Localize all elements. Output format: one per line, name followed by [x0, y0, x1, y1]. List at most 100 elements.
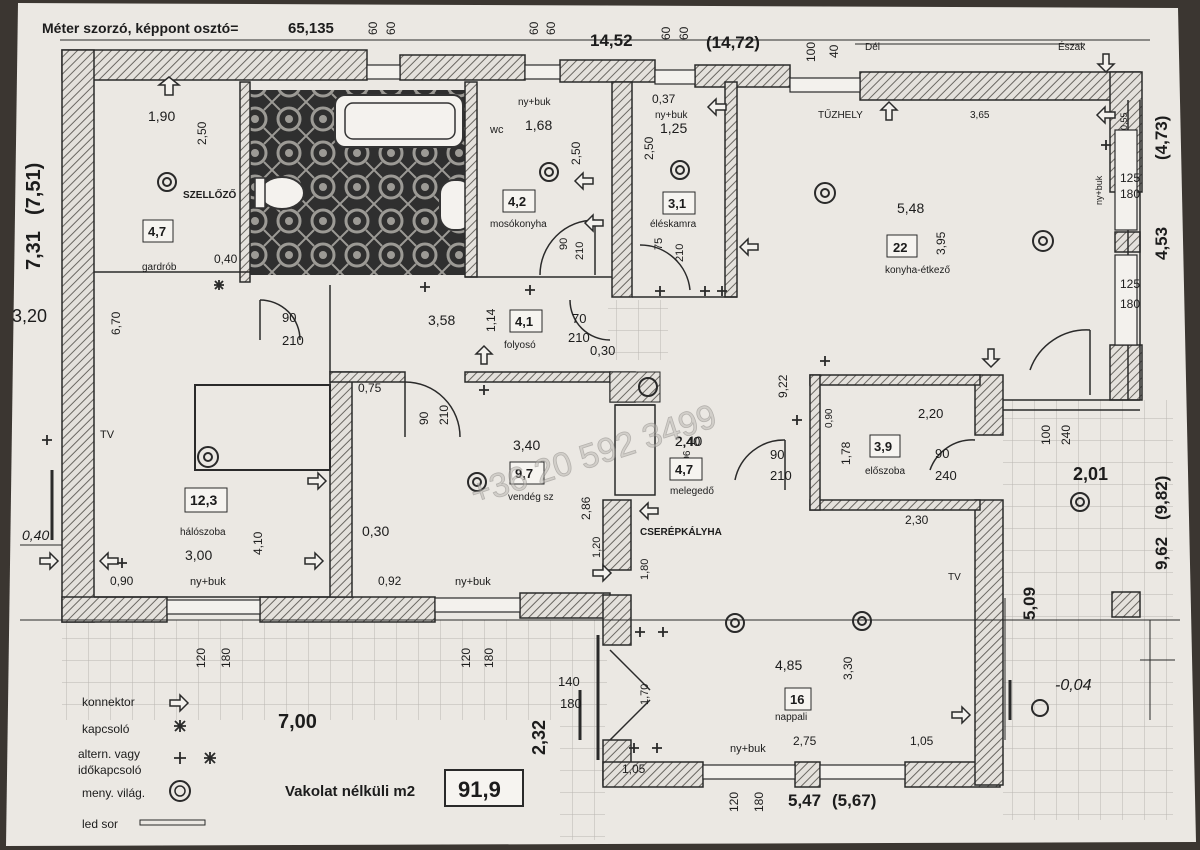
legend-konnektor: konnektor: [82, 695, 135, 709]
svg-text:210: 210: [282, 333, 304, 348]
svg-text:TV: TV: [948, 572, 961, 583]
multiplier-value: 65,135: [288, 20, 334, 37]
svg-text:ny+buk: ny+buk: [518, 97, 552, 108]
svg-text:1,70: 1,70: [639, 684, 651, 705]
svg-text:180: 180: [560, 696, 582, 711]
svg-text:70: 70: [572, 311, 586, 326]
svg-text:3,00: 3,00: [185, 547, 212, 563]
dim-left-total-alt: (7,51): [23, 163, 45, 215]
svg-text:5,48: 5,48: [897, 200, 924, 216]
svg-text:3,1: 3,1: [668, 196, 686, 211]
svg-text:0,90: 0,90: [824, 408, 835, 428]
svg-text:180: 180: [752, 792, 766, 812]
opening-labels: 125 180 125 180 100 240 120 180 120 180 …: [194, 171, 1140, 812]
total-label: Vakolat nélküli m2: [285, 783, 415, 800]
svg-text:vendég sz: vendég sz: [508, 492, 554, 503]
svg-text:90: 90: [558, 238, 570, 250]
svg-text:konyha-étkező: konyha-étkező: [885, 265, 950, 276]
dim-bottom-mid: 2,32: [529, 720, 549, 755]
svg-text:60: 60: [659, 26, 673, 40]
room-eleskamra: ny+buk 1,25 3,1 éléskamra: [650, 110, 697, 230]
svg-text:12,3: 12,3: [190, 492, 217, 508]
svg-text:CSERÉPKÁLYHA: CSERÉPKÁLYHA: [640, 525, 722, 538]
legend-connector-icon: [169, 693, 190, 713]
svg-text:180: 180: [1120, 187, 1140, 201]
svg-text:240: 240: [935, 468, 957, 483]
svg-text:16: 16: [790, 692, 804, 707]
svg-text:90: 90: [770, 447, 784, 462]
dim-right-top-alt: (4,73): [1152, 116, 1171, 160]
svg-text:100: 100: [804, 42, 818, 62]
door-swings: [259, 219, 1091, 741]
room-haloszoba: TV 12,3 hálószoba 3,00 ny+buk: [100, 429, 228, 588]
svg-text:90: 90: [417, 411, 431, 425]
svg-text:9,22: 9,22: [776, 374, 790, 398]
svg-text:1,90: 1,90: [148, 108, 175, 124]
legend-alt-switch-icon: [174, 752, 186, 764]
svg-text:140: 140: [558, 674, 580, 689]
dim-bottom-left: 7,00: [278, 711, 317, 733]
svg-text:125: 125: [1120, 171, 1140, 185]
svg-text:4,10: 4,10: [251, 531, 265, 555]
svg-text:40: 40: [827, 44, 841, 58]
svg-text:60: 60: [544, 21, 558, 35]
level-mark: -0,04: [1055, 677, 1092, 694]
svg-text:120: 120: [459, 648, 473, 668]
legend-alt-switch-icon-2: [204, 752, 216, 764]
room-folyoso: 3,58 4,1 folyosó: [428, 309, 543, 351]
svg-text:0,30: 0,30: [362, 523, 389, 539]
legend: konnektor kapcsoló altern. vagy időkapcs…: [78, 693, 216, 831]
svg-text:gardrób: gardrób: [142, 262, 177, 273]
svg-text:210: 210: [574, 242, 586, 260]
svg-text:ny+buk: ny+buk: [190, 576, 226, 588]
svg-text:60: 60: [677, 26, 691, 40]
room-eloszoba: 3,9 előszoba: [865, 434, 905, 477]
total-value: 91,9: [458, 777, 501, 802]
svg-text:2,20: 2,20: [918, 406, 943, 421]
szellozo-label: SZELLŐZŐ: [183, 188, 237, 201]
windows: [166, 64, 1138, 780]
svg-text:180: 180: [1120, 297, 1140, 311]
total-width: 14,52: [590, 31, 633, 50]
room-konyha-etkezo: TŰZHELY ny+buk 5,48 22 konyha-étkező: [818, 107, 1104, 276]
svg-text:2,30: 2,30: [905, 513, 929, 527]
legend-altern: altern. vagy: [78, 747, 140, 761]
legend-switch-icon: [174, 720, 186, 732]
svg-text:0,37: 0,37: [652, 92, 676, 106]
svg-text:2,01: 2,01: [1073, 464, 1108, 484]
svg-text:60: 60: [384, 21, 398, 35]
bed-outline: [193, 384, 331, 471]
svg-text:120: 120: [727, 792, 741, 812]
svg-text:melegedő: melegedő: [670, 486, 714, 497]
svg-text:nappali: nappali: [775, 712, 807, 723]
bathtub-icon: [334, 94, 464, 148]
svg-text:125: 125: [1120, 277, 1140, 291]
svg-text:2,40: 2,40: [675, 433, 702, 449]
room-nappali: CSERÉPKÁLYHA TV 4,85 16 nappali ny+buk: [640, 525, 961, 755]
svg-text:210: 210: [437, 405, 451, 425]
svg-text:4,1: 4,1: [515, 314, 533, 329]
svg-text:ny+buk: ny+buk: [655, 110, 689, 121]
svg-text:2,50: 2,50: [569, 141, 583, 165]
svg-text:1,25: 1,25: [660, 120, 687, 136]
legend-light-icon: [169, 780, 191, 802]
svg-text:0,55: 0,55: [1119, 112, 1129, 130]
svg-text:ny+buk: ny+buk: [455, 576, 491, 588]
total-width-alt: (14,72): [706, 33, 760, 52]
svg-text:TV: TV: [100, 429, 115, 441]
room-melegedo: 2,40 4,7 melegedő: [669, 433, 714, 497]
room-gardrob: 1,90 4,7 gardrób: [142, 108, 177, 273]
svg-text:0,30: 0,30: [590, 343, 615, 358]
svg-text:előszoba: előszoba: [865, 466, 905, 477]
svg-text:60: 60: [366, 21, 380, 35]
svg-text:0,75: 0,75: [358, 381, 382, 395]
top-opening-labels: 60 60 60 60 60 60 100 40: [366, 21, 841, 62]
svg-text:2,40: 2,40: [675, 434, 700, 449]
toilet-icon: [259, 176, 305, 210]
room-vendeg-szoba: 3,40 9,7 vendég sz ny+buk: [455, 437, 554, 588]
svg-text:60: 60: [527, 21, 541, 35]
svg-text:3,40: 3,40: [513, 437, 540, 453]
room-mosokonyha: ny+buk wc 1,68 4,2 mosókonyha: [489, 97, 552, 230]
dim-right-total: 9,62: [1152, 537, 1171, 570]
